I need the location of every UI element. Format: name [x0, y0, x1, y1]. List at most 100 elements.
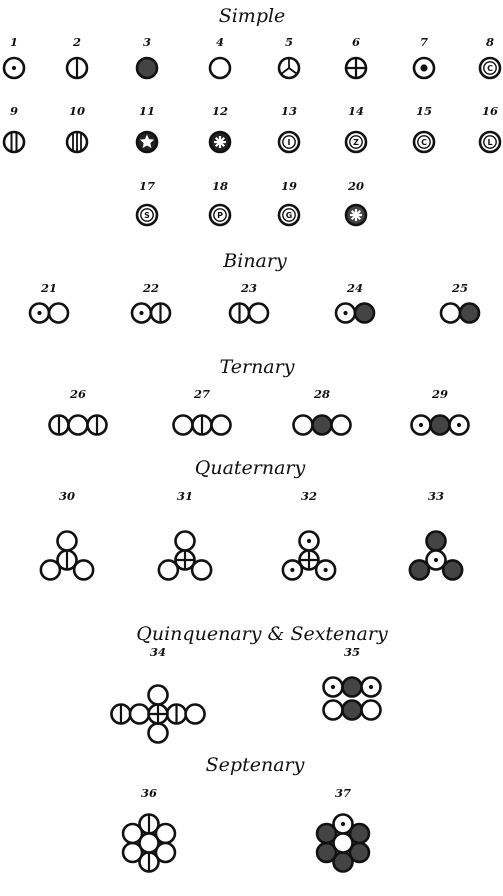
atom-circle — [458, 302, 481, 324]
atom-circle — [128, 703, 151, 725]
symbol-number: 36 — [141, 786, 157, 800]
symbol-number: 18 — [212, 179, 228, 193]
symbol-15: C — [412, 130, 436, 154]
atom-circle — [208, 203, 232, 227]
atom-circle — [292, 414, 314, 436]
atom-circle — [147, 684, 169, 706]
symbol-number: 20 — [347, 179, 364, 193]
symbol-number: 30 — [59, 489, 75, 503]
svg-text:C: C — [487, 64, 493, 73]
symbol-27 — [172, 414, 232, 436]
symbol-number: 29 — [431, 387, 448, 401]
symbol-number: 12 — [212, 104, 228, 118]
atom-circle — [341, 699, 363, 721]
atom-circle — [47, 302, 70, 324]
symbol-8: C — [478, 56, 502, 80]
symbol-number: 35 — [344, 645, 360, 659]
symbol-number: 26 — [69, 387, 86, 401]
symbol-24 — [334, 302, 376, 324]
atom-circle — [439, 302, 462, 324]
symbol-number: 17 — [139, 179, 155, 193]
atom-circle — [172, 414, 194, 436]
symbol-number: 1 — [10, 35, 18, 49]
svg-text:G: G — [286, 211, 293, 220]
atom-circle — [478, 130, 502, 154]
section-title-quaternary: Quaternary — [195, 457, 306, 479]
atom-circle — [348, 841, 371, 864]
symbol-37 — [315, 813, 371, 873]
symbol-number: 32 — [301, 489, 317, 503]
symbol-number: 33 — [428, 489, 444, 503]
symbol-34 — [110, 684, 206, 744]
symbol-number: 3 — [143, 35, 151, 49]
symbol-number: 21 — [40, 281, 57, 295]
atom-circle — [353, 302, 376, 324]
atom-circle — [39, 559, 62, 581]
symbol-number: 19 — [281, 179, 297, 193]
symbol-20 — [344, 203, 368, 227]
atom-circle — [135, 203, 159, 227]
symbol-1 — [2, 56, 26, 80]
symbol-12 — [208, 130, 232, 154]
symbol-14: Z — [344, 130, 368, 154]
symbol-number: 6 — [352, 35, 360, 49]
symbol-10 — [65, 130, 89, 154]
svg-text:Z: Z — [353, 138, 359, 147]
symbol-33 — [408, 530, 464, 581]
symbol-number: 15 — [416, 104, 432, 118]
symbol-29 — [410, 414, 470, 436]
symbol-5 — [277, 56, 301, 80]
section-title-septenary: Septenary — [206, 754, 305, 776]
atom-circle — [277, 130, 301, 154]
atom-circle — [208, 56, 232, 80]
symbol-28 — [292, 414, 352, 436]
symbol-number: 5 — [285, 35, 293, 49]
symbol-number: 27 — [193, 387, 210, 401]
symbol-17: S — [135, 203, 159, 227]
atom-circle — [2, 130, 26, 154]
symbol-36 — [121, 813, 177, 873]
symbol-2 — [65, 56, 89, 80]
symbol-number: 7 — [420, 35, 428, 49]
atom-circle — [408, 559, 431, 581]
symbol-number: 37 — [335, 786, 351, 800]
symbol-number: 4 — [216, 35, 224, 49]
atom-circle — [174, 530, 196, 552]
atom-circle — [184, 703, 206, 725]
atom-circle — [277, 203, 301, 227]
symbol-number: 8 — [486, 35, 494, 49]
atom-circle — [67, 414, 89, 436]
atom-circle — [412, 130, 436, 154]
atom-circle — [135, 56, 159, 80]
symbol-number: 31 — [177, 489, 193, 503]
symbol-6 — [344, 56, 368, 80]
svg-text:L: L — [487, 138, 492, 147]
symbol-number: 22 — [142, 281, 159, 295]
symbol-number: 2 — [72, 35, 81, 49]
svg-text:P: P — [217, 211, 223, 220]
symbol-32 — [281, 530, 337, 581]
symbol-number: 28 — [313, 387, 330, 401]
svg-text:S: S — [144, 211, 150, 220]
section-title-quinquenary: Quinquenary & Sextenary — [136, 623, 388, 645]
atom-circle — [190, 559, 213, 581]
symbol-number: 13 — [281, 104, 297, 118]
section-title-simple: Simple — [219, 5, 286, 27]
atom-circle — [311, 414, 333, 436]
atom-circle — [147, 722, 169, 744]
symbol-3 — [135, 56, 159, 80]
symbol-number: 34 — [150, 645, 166, 659]
symbol-number: 11 — [139, 104, 155, 118]
symbol-number: 25 — [451, 281, 468, 295]
section-title-ternary: Ternary — [220, 356, 295, 378]
section-title-binary: Binary — [222, 250, 287, 272]
symbol-4 — [208, 56, 232, 80]
symbol-number: 10 — [69, 104, 85, 118]
atom-circle — [341, 676, 363, 698]
atom-circle — [72, 559, 95, 581]
svg-text:I: I — [288, 138, 291, 147]
atom-circle — [56, 530, 78, 552]
atom-circle — [247, 302, 270, 324]
symbol-number: 24 — [346, 281, 363, 295]
